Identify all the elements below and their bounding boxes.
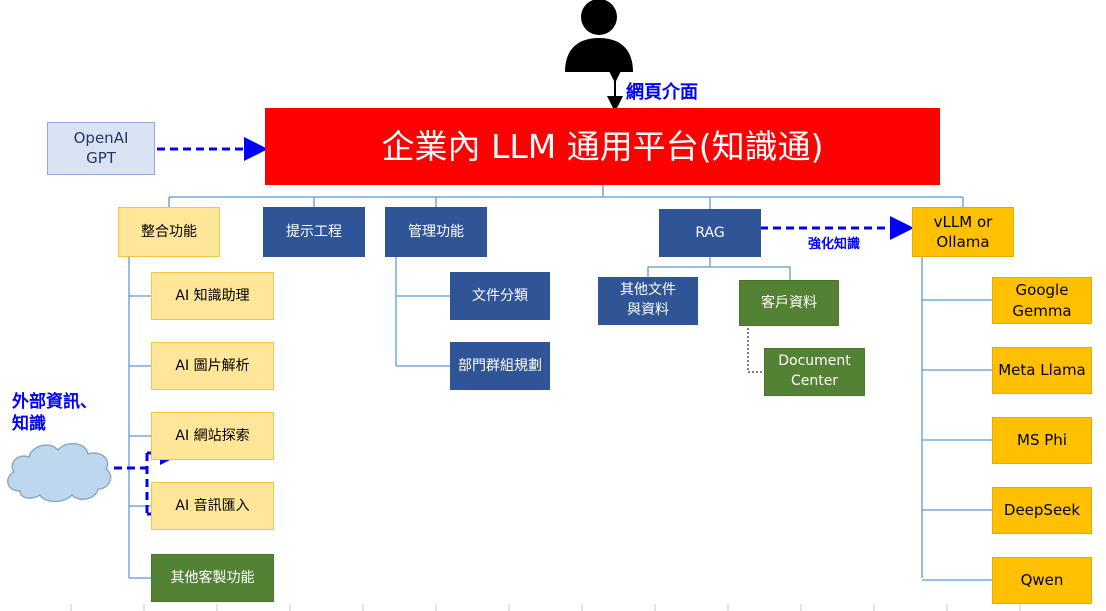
platform-title: 企業內 LLM 通用平台(知識通) [265,108,940,185]
ai-website-explore: AI 網站探索 [151,412,274,460]
custom-functions: 其他客製功能 [151,554,274,602]
cloud-icon [7,442,112,503]
vllm-ollama-module: vLLM or Ollama [912,207,1014,257]
document-classification: 文件分類 [450,272,550,320]
rag-enhance-label: 強化知識 [808,237,861,252]
external-info-label: 外部資訊、 知識 [12,392,97,435]
rag-module: RAG [659,209,761,257]
management-module: 管理功能 [385,207,487,257]
model-qwen: Qwen [992,557,1092,604]
integration-module: 整合功能 [118,207,220,257]
ai-image-analysis: AI 圖片解析 [151,342,274,390]
user-icon [565,0,633,72]
model-meta-llama: Meta Llama [992,347,1092,394]
model-deepseek: DeepSeek [992,487,1092,534]
ai-audio-import: AI 音訊匯入 [151,482,274,530]
document-center: Document Center [764,348,865,396]
other-documents: 其他文件 與資料 [598,277,698,325]
department-group-planning: 部門群組規劃 [450,342,550,390]
web-interface-label: 網頁介面 [626,82,698,103]
customer-data: 客戶資料 [739,280,839,326]
model-ms-phi: MS Phi [992,417,1092,464]
model-google-gemma: Google Gemma [992,277,1092,324]
ai-knowledge-assistant: AI 知識助理 [151,272,274,320]
prompt-engineering-module: 提示工程 [263,207,365,257]
openai-gpt-box: OpenAI GPT [47,122,155,175]
